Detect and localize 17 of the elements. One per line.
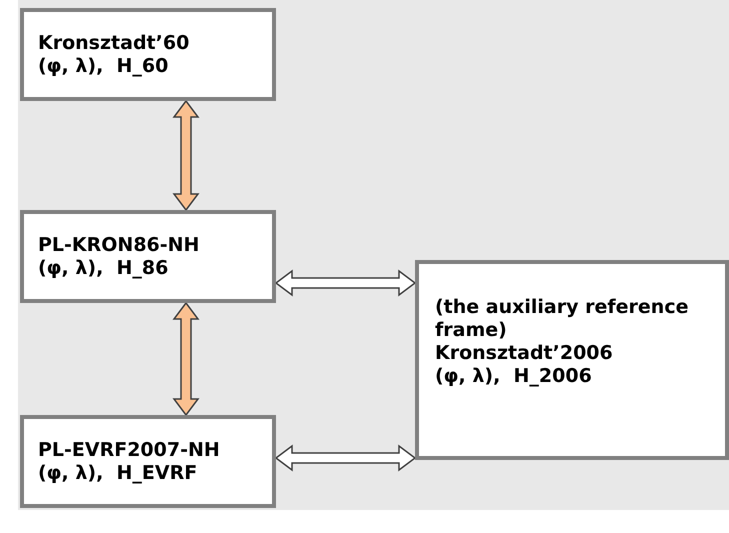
frame-label: (the auxiliary reference frame) [435,296,690,342]
double-arrow [274,270,416,296]
frame-label: (φ, λ), H_86 [38,257,170,280]
frame-label: (φ, λ), H_EVRF [38,462,198,485]
frame-label: Kronsztadt’2006 [435,342,614,365]
frame-box [20,415,276,508]
double-arrow [274,444,416,472]
frame-label: (φ, λ), H_2006 [435,365,593,388]
double-arrow [172,100,200,212]
frame-label: (φ, λ), H_60 [38,55,170,78]
frame-label: PL-EVRF2007-NH [38,439,221,462]
double-arrow [172,302,200,416]
frame-label: Kronsztadt’60 [38,32,190,55]
frame-box [20,8,276,101]
frame-label: PL-KRON86-NH [38,234,200,257]
frame-box [415,260,729,460]
frame-box [20,210,276,303]
